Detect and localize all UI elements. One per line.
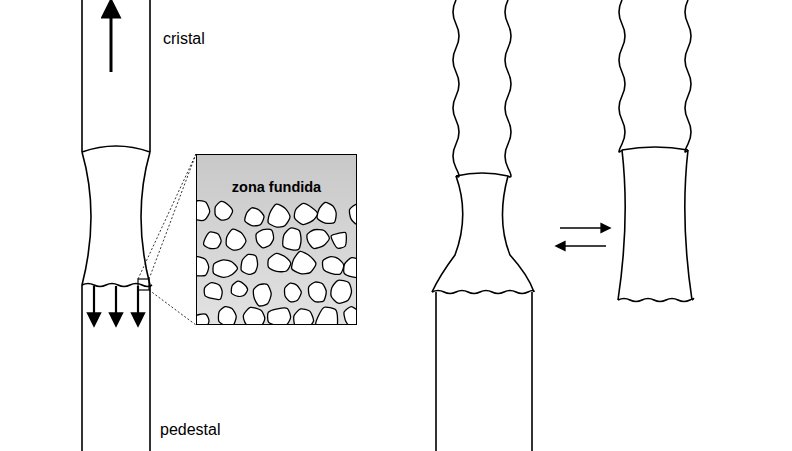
crystal-rod	[619, 0, 691, 152]
grain	[331, 232, 346, 248]
grain	[331, 280, 352, 303]
pull-arrow	[110, 8, 113, 72]
pedestal-rod	[436, 292, 532, 451]
grain	[294, 309, 314, 325]
grain	[196, 256, 209, 276]
grain	[283, 228, 301, 250]
part-label: pedestal	[160, 421, 221, 439]
crystal-interface	[82, 146, 150, 152]
melt-zone	[618, 150, 692, 300]
grain	[316, 307, 338, 325]
grain	[268, 204, 290, 227]
crystal-rod	[453, 0, 511, 177]
grain	[218, 307, 236, 325]
melt-zone	[82, 152, 150, 285]
grain	[253, 284, 271, 306]
crystal-interface	[622, 147, 688, 150]
zoom-leader	[138, 154, 196, 325]
grain	[292, 251, 316, 273]
flow-arrow	[137, 286, 139, 320]
crystal-rod	[82, 0, 150, 152]
grain	[213, 260, 238, 278]
grain	[204, 232, 222, 249]
grain	[256, 229, 274, 248]
grain	[344, 258, 357, 278]
grain	[294, 203, 317, 224]
flow-arrow	[115, 286, 117, 320]
inset-box: zona fundida	[196, 154, 357, 325]
grain	[268, 253, 291, 271]
move-arrow	[560, 227, 606, 229]
flow-arrow	[93, 286, 95, 320]
grain	[231, 281, 247, 296]
crystal-interface	[456, 173, 508, 176]
zoom-square	[138, 279, 149, 290]
region-title: zona fundida	[197, 155, 356, 195]
grain	[226, 229, 246, 250]
grain	[349, 204, 357, 224]
melt-interface	[432, 291, 534, 294]
grain	[245, 208, 264, 226]
pedestal-rod	[82, 285, 150, 451]
grain	[204, 283, 222, 300]
inset-ground	[196, 154, 357, 325]
grain	[196, 201, 210, 221]
part-label: cristal	[163, 30, 205, 48]
grain	[196, 314, 209, 325]
grain	[307, 230, 330, 249]
grain	[308, 282, 326, 302]
grain	[317, 202, 336, 223]
grain	[215, 201, 233, 220]
move-arrow	[560, 245, 606, 247]
melt-zone	[432, 176, 534, 292]
grain	[284, 283, 301, 302]
grain	[268, 308, 291, 325]
grain	[241, 254, 258, 274]
grain	[243, 307, 264, 325]
melt-interface	[618, 299, 694, 302]
grain	[322, 257, 343, 275]
grain	[344, 307, 357, 325]
